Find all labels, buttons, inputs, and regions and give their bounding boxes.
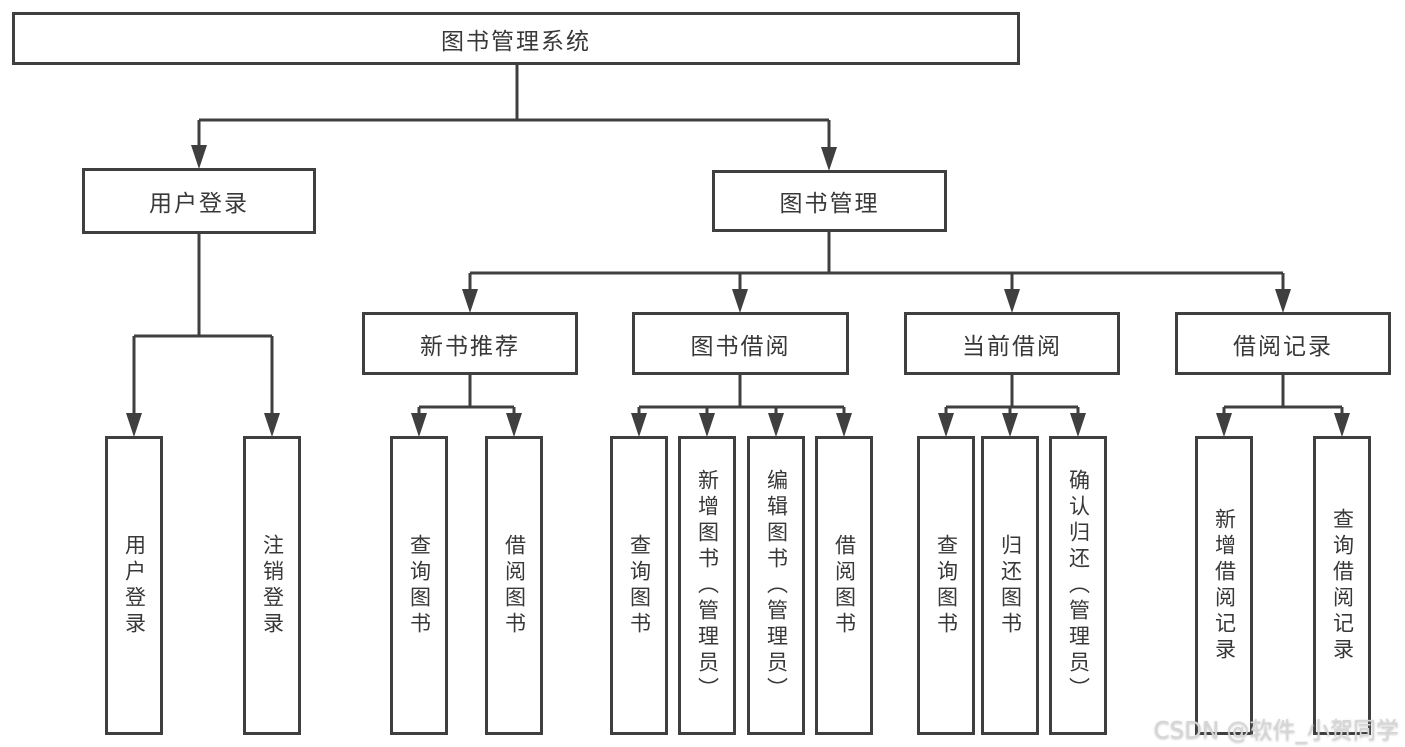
node-root-label: 图书管理系统 bbox=[441, 28, 591, 55]
watermark: CSDN @软件_小贺同学 bbox=[1153, 718, 1399, 744]
node-leaf-rec-query-books: 查询图书 bbox=[390, 436, 448, 735]
node-leaf-bb-edit-books: 编辑图书（管理员） bbox=[747, 436, 805, 735]
node-leaf-rec-borrow-books: 借阅图书 bbox=[485, 436, 543, 735]
connector-user-login-to-children bbox=[126, 234, 280, 437]
node-leaf-bb-query-books: 查询图书 bbox=[610, 436, 668, 735]
connector-book-borrow-to-children bbox=[631, 375, 852, 437]
node-borrow-records-label: 借阅记录 bbox=[1233, 333, 1333, 360]
node-book-mgmt-label: 图书管理 bbox=[779, 191, 880, 217]
node-user-login: 用户登录 bbox=[82, 168, 316, 234]
node-leaf-br-query-record: 查询借阅记录 bbox=[1313, 436, 1371, 735]
node-user-login-label: 用户登录 bbox=[149, 191, 249, 217]
node-new-book-rec: 新书推荐 bbox=[362, 312, 578, 375]
node-leaf-rec-borrow-books-label: 借阅图书 bbox=[502, 533, 527, 638]
node-leaf-br-add-record-label: 新增借阅记录 bbox=[1212, 507, 1237, 664]
node-leaf-logout-label: 注销登录 bbox=[260, 533, 285, 638]
node-leaf-bb-borrow-books: 借阅图书 bbox=[815, 436, 873, 735]
node-new-book-rec-label: 新书推荐 bbox=[420, 333, 520, 360]
node-leaf-cb-query-books-label: 查询图书 bbox=[934, 533, 959, 638]
node-leaf-cb-confirm-return-label: 确认归还（管理员） bbox=[1066, 468, 1091, 703]
node-leaf-bb-add-books-label: 新增图书（管理员） bbox=[695, 468, 720, 703]
node-current-borrow: 当前借阅 bbox=[904, 312, 1120, 375]
connector-current-borrow-to-children bbox=[938, 375, 1086, 437]
node-leaf-cb-return-books: 归还图书 bbox=[981, 436, 1039, 735]
node-leaf-logout: 注销登录 bbox=[243, 436, 301, 735]
node-leaf-bb-add-books: 新增图书（管理员） bbox=[678, 436, 736, 735]
node-root: 图书管理系统 bbox=[12, 12, 1020, 65]
node-leaf-user-login-label: 用户登录 bbox=[122, 533, 147, 638]
node-leaf-br-query-record-label: 查询借阅记录 bbox=[1330, 507, 1355, 664]
node-leaf-bb-borrow-books-label: 借阅图书 bbox=[832, 533, 857, 638]
node-leaf-cb-confirm-return: 确认归还（管理员） bbox=[1049, 436, 1107, 735]
node-borrow-records: 借阅记录 bbox=[1175, 312, 1391, 375]
connector-root-to-level2 bbox=[191, 65, 837, 171]
node-leaf-cb-query-books: 查询图书 bbox=[917, 436, 975, 735]
node-leaf-bb-query-books-label: 查询图书 bbox=[627, 533, 652, 638]
connector-book-mgmt-to-children bbox=[462, 232, 1291, 313]
node-book-borrow: 图书借阅 bbox=[632, 312, 849, 375]
node-leaf-cb-return-books-label: 归还图书 bbox=[998, 533, 1023, 638]
node-current-borrow-label: 当前借阅 bbox=[962, 333, 1062, 360]
node-book-borrow-label: 图书借阅 bbox=[690, 333, 791, 360]
node-leaf-user-login: 用户登录 bbox=[105, 436, 163, 735]
connector-new-book-rec-to-children bbox=[411, 375, 522, 437]
node-leaf-rec-query-books-label: 查询图书 bbox=[407, 533, 432, 638]
node-book-mgmt: 图书管理 bbox=[712, 170, 947, 232]
connector-borrow-records-to-children bbox=[1216, 375, 1350, 437]
node-leaf-bb-edit-books-label: 编辑图书（管理员） bbox=[764, 468, 789, 703]
node-leaf-br-add-record: 新增借阅记录 bbox=[1195, 436, 1253, 735]
